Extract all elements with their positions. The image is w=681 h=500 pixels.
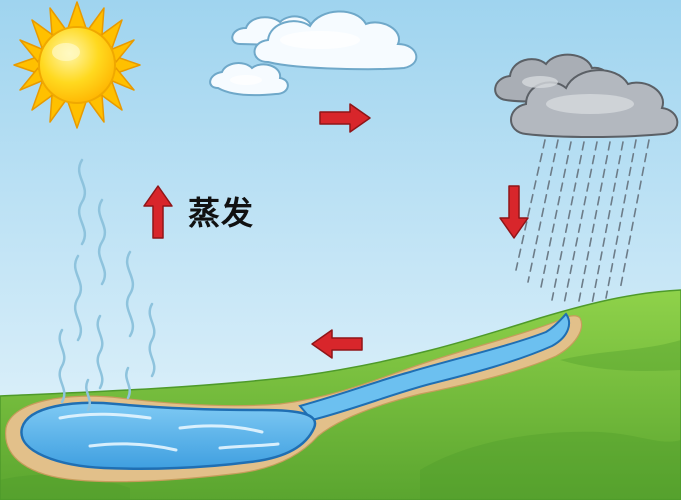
arrow-icon-left bbox=[311, 329, 363, 359]
arrow-icon-up bbox=[143, 185, 173, 239]
rain-streaks bbox=[515, 139, 650, 307]
lake-icon bbox=[20, 401, 317, 470]
arrow-icon-right bbox=[319, 103, 371, 133]
vapor-icon bbox=[58, 158, 156, 412]
sun-icon bbox=[13, 1, 141, 129]
cloud-highlight bbox=[230, 31, 360, 85]
river-icon bbox=[298, 312, 570, 422]
evaporation-label: 蒸发 bbox=[188, 194, 255, 232]
rain-cloud-highlight bbox=[522, 76, 634, 114]
arrow-icon-down bbox=[499, 185, 529, 239]
